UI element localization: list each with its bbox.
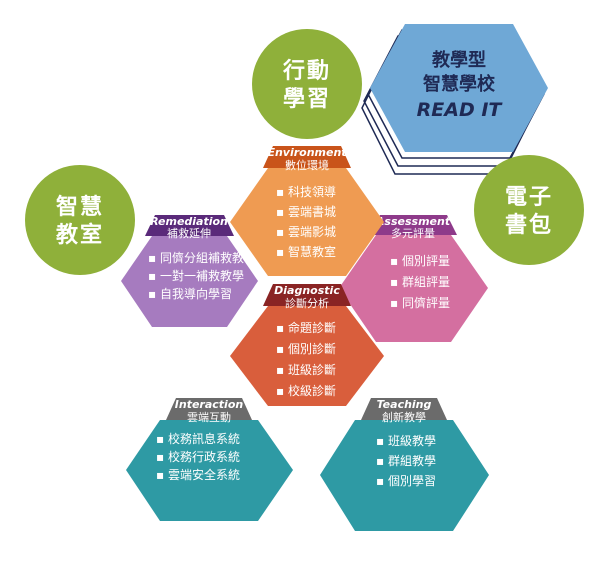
- circle-shape: [474, 155, 584, 265]
- circle-shape: [252, 29, 362, 139]
- hex-title-zh: 創新教學: [382, 410, 426, 424]
- hex-title-en: Environment: [267, 146, 347, 159]
- hex-tab: [166, 398, 252, 420]
- hex-remediation: Remediation 補救延伸 ▪ 同儕分組補救教學 ▪ 一對一補救教學 ▪ …: [121, 215, 258, 327]
- hex-item: ▪ 雲端書城: [276, 205, 336, 219]
- hex-tab: [370, 215, 457, 235]
- hex-item: ▪ 一對一補救教學: [148, 268, 244, 283]
- hex-item: ▪ 校務訊息系統: [156, 431, 240, 446]
- hex-item: ▪ 雲端安全系統: [156, 467, 240, 482]
- circle-smart-classroom: 智慧 教室: [25, 165, 135, 275]
- hex-item: ▪ 個別學習: [376, 474, 436, 488]
- circle-label-line1: 電子: [505, 185, 553, 210]
- circle-mobile-learning: 行動 學習: [252, 29, 362, 139]
- hex-environment: Environment 數位環境 ▪ 科技領導 ▪ 雲端書城 ▪ 雲端影城 ▪ …: [230, 146, 384, 276]
- hex-title-zh: 數位環境: [285, 158, 329, 172]
- hex-interaction: Interaction 雲端互動 ▪ 校務訊息系統 ▪ 校務行政系統 ▪ 雲端安…: [126, 398, 293, 521]
- read-it-line1: 教學型: [432, 49, 486, 71]
- hex-teaching: Teaching 創新教學 ▪ 班級教學 ▪ 群組教學 ▪ 個別學習: [320, 398, 489, 531]
- hex-tab: [145, 215, 234, 236]
- hex-title-en: Teaching: [377, 398, 432, 411]
- hex-title-en: Interaction: [175, 398, 244, 411]
- hex-item: ▪ 同儕評量: [390, 295, 450, 310]
- hex-body: [230, 306, 384, 406]
- hex-body: [121, 236, 258, 327]
- circle-shape: [25, 165, 135, 275]
- hex-tab: [361, 398, 447, 420]
- hex-item: ▪ 群組教學: [376, 453, 436, 468]
- hex-title-en: Diagnostic: [274, 284, 340, 297]
- hex-title-zh: 多元評量: [391, 226, 435, 240]
- hex-assessment: Assessment 多元評量 ▪ 個別評量 ▪ 群組評量 ▪ 同儕評量: [339, 215, 488, 342]
- hex-item: ▪ 命題診斷: [276, 320, 336, 335]
- read-it-line2: 智慧學校: [423, 73, 496, 95]
- hex-body: [230, 168, 384, 276]
- hex-body: [339, 235, 488, 342]
- hex-item: ▪ 校務行政系統: [156, 449, 240, 464]
- circle-label-line1: 行動: [282, 58, 331, 84]
- hex-title-zh: 雲端互動: [187, 410, 231, 424]
- hex-item: ▪ 班級診斷: [276, 362, 336, 377]
- hex-tab: [263, 284, 351, 306]
- hex-item: ▪ 同儕分組補救教學: [148, 250, 256, 265]
- circle-label-line2: 學習: [283, 86, 331, 112]
- hex-body: [126, 420, 293, 521]
- circle-label-line2: 教室: [56, 222, 104, 248]
- read-it-line3: READ IT: [417, 99, 504, 121]
- read-it-badge: 教學型 智慧學校 READ IT: [361, 24, 548, 175]
- hex-title-en: Remediation: [150, 215, 228, 228]
- hex-tab: [263, 146, 351, 168]
- hex-item: ▪ 智慧教室: [276, 244, 336, 259]
- hex-item: ▪ 群組評量: [390, 274, 450, 289]
- hex-item: ▪ 班級教學: [376, 433, 436, 448]
- read-it-hexagon: [370, 24, 548, 152]
- hex-body: [320, 420, 489, 531]
- circle-label-line2: 書包: [505, 212, 553, 238]
- circle-e-schoolbag: 電子 書包: [474, 155, 584, 265]
- hex-item: ▪ 雲端影城: [276, 225, 336, 239]
- circle-label-line1: 智慧: [56, 194, 104, 220]
- hex-title-zh: 補救延伸: [167, 226, 211, 240]
- hex-item: ▪ 自我導向學習: [148, 286, 232, 301]
- hex-item: ▪ 校級診斷: [276, 383, 336, 398]
- hex-item: ▪ 個別評量: [390, 253, 450, 268]
- hex-title-zh: 診斷分析: [285, 296, 329, 310]
- hex-item: ▪ 科技領導: [276, 184, 336, 199]
- hex-diagnostic: Diagnostic 診斷分析 ▪ 命題診斷 ▪ 個別診斷 ▪ 班級診斷 ▪ 校…: [230, 284, 384, 406]
- hex-item: ▪ 個別診斷: [276, 341, 336, 356]
- hex-title-en: Assessment: [375, 215, 451, 228]
